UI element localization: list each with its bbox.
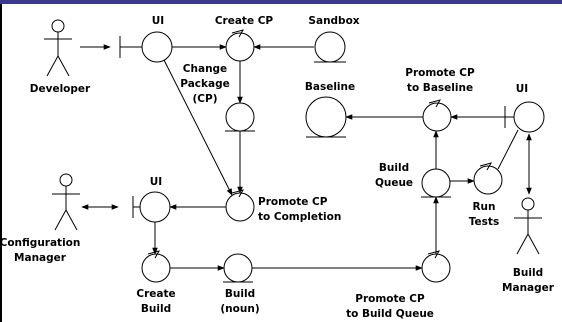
- build-queue-entity[interactable]: [421, 168, 451, 198]
- build-queue-label-line2: Queue: [375, 177, 413, 189]
- ui-config-boundary[interactable]: [132, 191, 171, 223]
- ui-developer-boundary[interactable]: [119, 31, 173, 63]
- build-noun-label-line1: Build: [225, 288, 255, 300]
- promote-baseline-label-line1: Promote CP: [405, 67, 475, 79]
- sandbox-label: Sandbox: [308, 15, 359, 27]
- promote-baseline-label-line2: to Baseline: [407, 82, 473, 94]
- run-tests-label-line2: Tests: [469, 216, 499, 228]
- ui-config-label: UI: [150, 176, 162, 188]
- window-top-bar: [0, 0, 562, 4]
- promote-completion-label-line1: Promote CP: [258, 196, 328, 208]
- create-cp-control[interactable]: [225, 29, 255, 62]
- connectors: [80, 44, 532, 271]
- build-manager-label-line1: Build: [513, 267, 543, 279]
- run-tests-to-ui-link: [497, 129, 519, 170]
- promote-cp-to-baseline-control[interactable]: [422, 99, 452, 132]
- developer-actor[interactable]: [44, 19, 72, 77]
- create-build-label-line2: Build: [141, 303, 171, 315]
- create-cp-label: Create CP: [215, 15, 274, 27]
- diagram-frame: [0, 4, 562, 322]
- change-package-label-line3: (CP): [193, 93, 218, 105]
- promote-build-queue-label-line2: to Build Queue: [346, 308, 434, 320]
- configuration-manager-actor[interactable]: [52, 173, 80, 231]
- baseline-entity[interactable]: [305, 96, 347, 138]
- change-package-entity[interactable]: [225, 102, 255, 132]
- build-manager-actor[interactable]: [514, 197, 542, 255]
- promote-cp-to-build-queue-control[interactable]: [421, 250, 451, 283]
- run-tests-control[interactable]: [473, 162, 503, 195]
- build-noun-label-line2: (noun): [220, 303, 259, 315]
- developer-label: Developer: [30, 83, 91, 95]
- build-noun-entity[interactable]: [223, 253, 253, 283]
- promote-completion-label-line2: to Completion: [258, 211, 341, 223]
- create-build-label-line1: Create: [136, 288, 175, 300]
- baseline-label: Baseline: [305, 81, 355, 93]
- run-tests-label-line1: Run: [472, 201, 495, 213]
- ui-developer-label: UI: [152, 15, 164, 27]
- change-package-label-line2: Package: [180, 78, 229, 90]
- promote-build-queue-label-line1: Promote CP: [355, 293, 425, 305]
- change-package-label-line1: Change: [183, 63, 227, 75]
- ui-to-promote-completion-arrow: [163, 59, 233, 196]
- promote-cp-to-completion-control[interactable]: [225, 189, 255, 222]
- sandbox-entity[interactable]: [314, 31, 346, 63]
- build-manager-label-line2: Manager: [502, 282, 555, 294]
- configuration-manager-label-line1: Configuration: [0, 237, 80, 249]
- configuration-manager-label-line2: Manager: [14, 252, 67, 264]
- ui-build-label: UI: [516, 83, 528, 95]
- create-build-control[interactable]: [141, 250, 171, 283]
- build-queue-label-line1: Build: [379, 162, 409, 174]
